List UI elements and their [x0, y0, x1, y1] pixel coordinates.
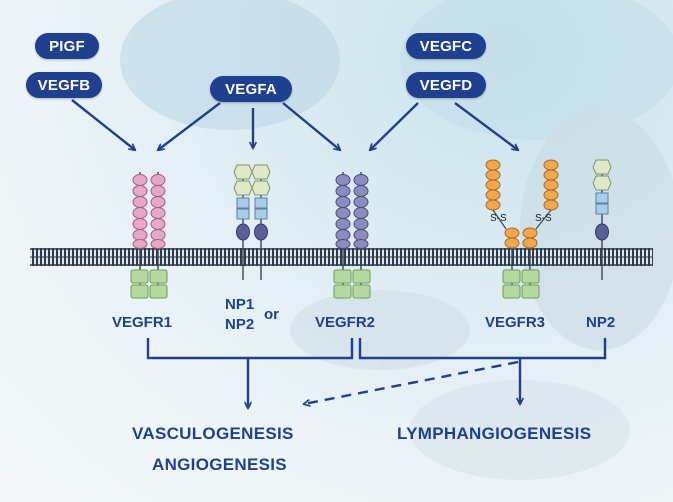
- vegfr2-extracellular-domains: [335, 174, 369, 249]
- arrow-vegfb-to-vegfr1: [71, 99, 135, 150]
- cell-membrane: [30, 248, 653, 266]
- dashed-arrow-vegfr3-to-angiogenesis: [304, 360, 519, 404]
- label-vegfr2: VEGFR2: [315, 314, 376, 331]
- disulfide-label-right: S-S: [535, 213, 552, 224]
- grouping-brackets: [146, 338, 607, 360]
- outcome-arrows: [248, 358, 520, 408]
- outcome-angiogenesis: ANGIOGENESIS: [152, 455, 287, 474]
- np2-domains: [592, 159, 612, 241]
- label-np1: NP1: [225, 296, 255, 313]
- ligand-vegfb: VEGFB: [26, 72, 102, 98]
- bracket-vascular: [146, 338, 354, 360]
- outcome-vasculogenesis: VASCULOGENESIS: [132, 424, 294, 443]
- label-vegfr3: VEGFR3: [485, 314, 546, 331]
- label-np2-alt: NP2: [225, 316, 255, 333]
- label-np2: NP2: [586, 314, 616, 331]
- vegfr3-kinase-domains: [502, 269, 540, 299]
- vegfr1-kinase-domains: [130, 269, 168, 299]
- ligand-vegfc: VEGFC: [406, 33, 486, 59]
- arrow-vegfa-to-vegfr1: [158, 102, 221, 150]
- vegfr1-extracellular-domains: [132, 174, 166, 249]
- label-or: or: [264, 306, 279, 323]
- label-vegfr1: VEGFR1: [112, 314, 173, 331]
- arrow-vegfc-to-vegfr2: [370, 102, 419, 150]
- ligand-arrows: [71, 99, 518, 150]
- neuropilin-pair-domains: [233, 164, 271, 241]
- vegfr2-kinase-domains: [333, 269, 371, 299]
- background-blobs: [120, 0, 673, 480]
- arrow-vegfa-to-vegfr2: [282, 102, 340, 150]
- outcome-lymphangiogenesis: LYMPHANGIOGENESIS: [397, 424, 592, 443]
- bracket-lymphatic: [358, 338, 607, 360]
- vegfr3-extracellular-domains: [485, 159, 559, 249]
- arrow-vegfd-to-vegfr3: [454, 102, 518, 150]
- ligand-vegfd: VEGFD: [406, 72, 486, 98]
- disulfide-label-left: S-S: [490, 213, 507, 224]
- ligand-pigf: PIGF: [35, 33, 99, 59]
- vegfr3-ss-links: [492, 209, 552, 230]
- ligand-vegfa: VEGFA: [210, 76, 292, 102]
